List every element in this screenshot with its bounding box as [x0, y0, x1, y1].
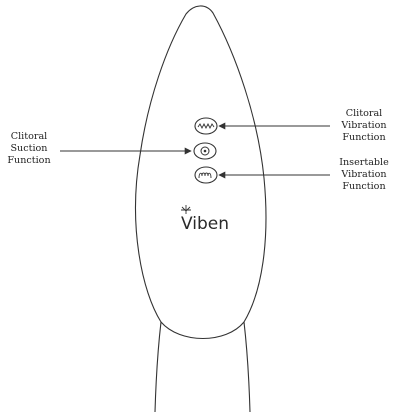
brand-name: Viben	[181, 214, 229, 234]
label-clit-vibration-line1: Clitoral	[346, 108, 382, 119]
label-clit-vibration-line2: Vibration	[340, 120, 386, 131]
clitoral-vibration-button	[194, 117, 218, 135]
suction-button	[193, 142, 217, 160]
insertable-vibration-button	[194, 166, 218, 184]
label-insert-vibration-line1: Insertable	[339, 157, 389, 168]
label-suction-line1: Clitoral	[11, 131, 47, 142]
label-suction-line2: Suction	[10, 143, 47, 154]
wave-icon	[197, 122, 215, 130]
device-handle-left	[154, 321, 162, 413]
label-insert-vibration-line2: Vibration	[340, 169, 386, 180]
target-icon	[200, 146, 210, 156]
label-insert-vibration-line3: Function	[342, 181, 385, 192]
label-clit-vibration-line3: Function	[342, 132, 385, 143]
sparkle-icon	[181, 205, 191, 214]
brand-logo: Viben	[181, 205, 229, 234]
label-suction-line3: Function	[7, 155, 50, 166]
wave-icon	[198, 172, 212, 179]
device-body-outline	[135, 5, 267, 339]
device-handle-right	[243, 321, 251, 413]
